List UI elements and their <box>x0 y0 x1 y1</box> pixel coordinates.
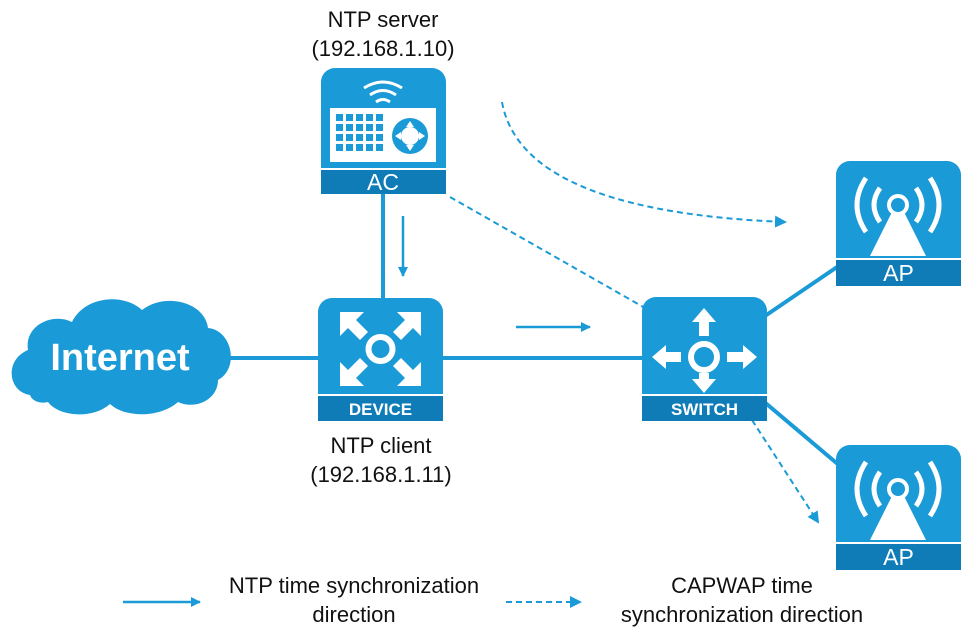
ac-band-divider <box>321 168 446 170</box>
switch-device[interactable]: SWITCH <box>642 297 767 421</box>
legend-solid-label-line2: direction <box>312 602 396 627</box>
antenna-icon <box>854 176 942 256</box>
ap-bottom-label-band <box>836 544 961 570</box>
ntp-client-ip: (192.168.1.11) <box>310 462 452 487</box>
client-band-divider <box>318 394 443 396</box>
client-label-band <box>318 396 443 421</box>
ntp-client-device[interactable]: DEVICE <box>318 298 443 421</box>
ac-label: AC <box>367 169 399 195</box>
wifi-icon <box>363 80 403 104</box>
switch-label-band <box>642 396 767 421</box>
connection-lines <box>230 190 842 468</box>
router-arrows-icon <box>340 312 421 386</box>
switch-band-divider <box>642 394 767 396</box>
ap-bottom-band-divider <box>836 542 961 544</box>
line-switch-to-ap-top <box>760 263 842 320</box>
ntp-client-title: NTP client <box>330 433 432 458</box>
keypad-icon <box>336 114 383 151</box>
ap-top-device[interactable]: AP <box>836 161 961 286</box>
capwap-ac-to-switch <box>449 196 646 309</box>
capwap-dashed-lines <box>449 101 820 524</box>
switch-arrows-icon <box>652 308 757 393</box>
capwap-ac-to-ap-top <box>501 101 787 228</box>
ap-top-label: AP <box>883 260 914 286</box>
control-dial-icon <box>392 118 428 154</box>
ap-bottom-device[interactable]: AP <box>836 445 961 570</box>
ap-top-label-band <box>836 260 961 286</box>
ntp-direction-arrows <box>398 216 591 332</box>
client-device-label: DEVICE <box>349 400 412 419</box>
ap-top-band-divider <box>836 258 961 260</box>
legend-dashed-label-line2: synchronization direction <box>620 602 864 627</box>
ntp-server-title: NTP server <box>327 7 439 32</box>
legend-dashed-label-line1: CAPWAP time <box>671 573 813 598</box>
switch-label: SWITCH <box>671 400 738 419</box>
line-switch-to-ap-bottom <box>760 398 842 468</box>
ntp-server-ip: (192.168.1.10) <box>311 36 455 61</box>
legend-solid-label-line1: NTP time synchronization <box>228 573 480 598</box>
ap-bottom-label: AP <box>883 544 914 570</box>
ac-device[interactable]: AC <box>321 68 446 195</box>
cloud-icon <box>11 299 231 415</box>
ac-label-band <box>321 170 446 194</box>
internet-label: Internet <box>50 337 190 379</box>
capwap-switch-to-ap-bottom <box>751 419 820 524</box>
antenna-icon <box>854 460 942 540</box>
internet-cloud: Internet <box>11 299 231 415</box>
